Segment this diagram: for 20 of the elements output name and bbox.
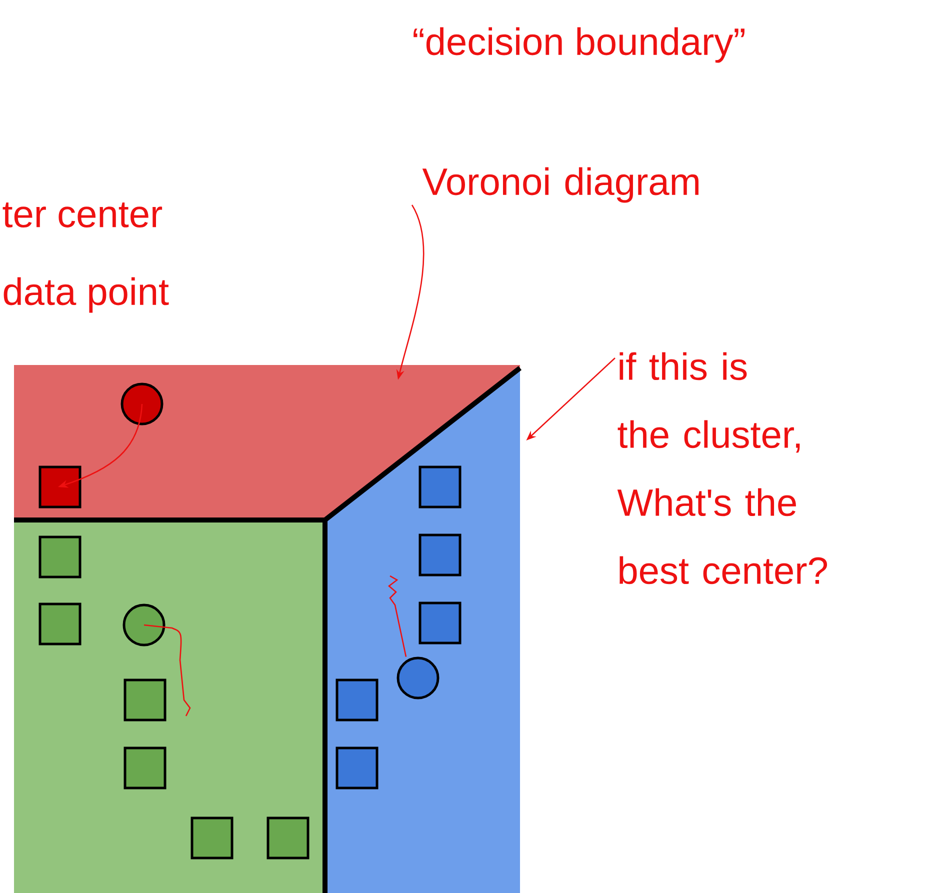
- handwritten-label: “decision boundary”: [414, 27, 744, 63]
- handwritten-note: if this is the cluster, What's the best center?: [617, 352, 827, 584]
- data-square: [38, 602, 82, 646]
- centroid-circle: [396, 656, 440, 700]
- handwritten-label: ter center: [2, 202, 162, 228]
- data-square: [418, 602, 462, 644]
- centroid-circle: [120, 382, 164, 426]
- data-square: [124, 746, 166, 790]
- data-square: [124, 678, 166, 722]
- data-square: [38, 536, 82, 578]
- data-square: [38, 466, 82, 508]
- data-square: [418, 534, 462, 576]
- handwritten-label: data point: [4, 277, 169, 313]
- centroid-circle: [122, 604, 166, 646]
- data-square: [190, 816, 234, 860]
- handwritten-note: Voronoi diagram: [422, 167, 698, 203]
- data-square: [336, 678, 378, 722]
- data-square: [418, 466, 462, 508]
- data-square: [336, 746, 378, 790]
- data-square: [266, 816, 310, 860]
